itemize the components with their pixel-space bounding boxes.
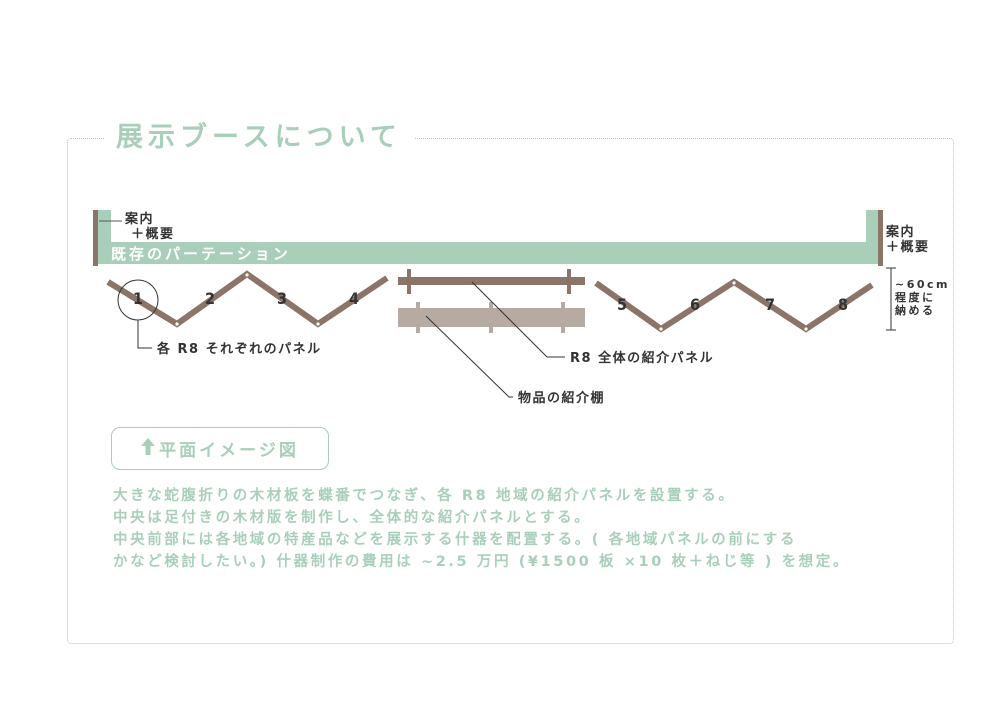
height-bracket [886,267,896,331]
existing-partition [97,210,880,264]
zigzag-panels-right [594,278,874,333]
description: 大きな蛇腹折りの木材板を蝶番でつなぎ、各 R8 地域の紹介パネルを設置する。 中… [113,485,913,573]
panel-number-7: 7 [765,295,776,314]
info-label-right: 案内 ＋概要 [886,225,930,255]
panel-number-3: 3 [277,289,288,308]
info-panel-right [878,210,883,266]
description-line: 中央は足付きの木材版を制作し、全体的な紹介パネルとする。 [113,510,592,526]
legend-box: 平面イメージ図 [111,427,329,470]
callout-each-panel: 各 R8 それぞれのパネル [157,342,322,357]
product-shelf [398,302,585,333]
height-note: ~60cm 程度に 納める [895,278,951,317]
info-label-left: 案内 ＋概要 [125,212,175,242]
legend-label: 平面イメージ図 [159,441,299,461]
description-line: 中央前部には各地域の特産品などを展示する什器を配置する。( 各地域パネルの前にす… [113,532,797,548]
description-line: かなど検討したい。) 什器制作の費用は ~2.5 万円 (¥1500 板 ×10… [113,554,850,570]
leader-overall-panel [471,281,565,358]
leader-shelf [425,315,513,398]
callout-shelf: 物品の紹介棚 [518,391,606,406]
description-line: 大きな蛇腹折りの木材板を蝶番でつなぎ、各 R8 地域の紹介パネルを設置する。 [113,488,736,504]
panel-number-2: 2 [205,289,216,308]
panel-number-1: 1 [133,289,144,308]
page-title: 展示ブースについて [104,118,414,158]
booth-frame [67,138,954,644]
overall-introduction-panel [398,269,585,294]
info-panel-left [93,210,98,266]
partition-label: 既存のパーテーション [111,245,291,263]
panel-number-4: 4 [349,289,360,308]
arrow-up-icon [141,437,156,460]
panel-number-8: 8 [838,295,849,314]
panel-number-5: 5 [617,295,628,314]
callout-overall-panel: R8 全体の紹介パネル [570,351,715,366]
panel-number-6: 6 [690,295,701,314]
